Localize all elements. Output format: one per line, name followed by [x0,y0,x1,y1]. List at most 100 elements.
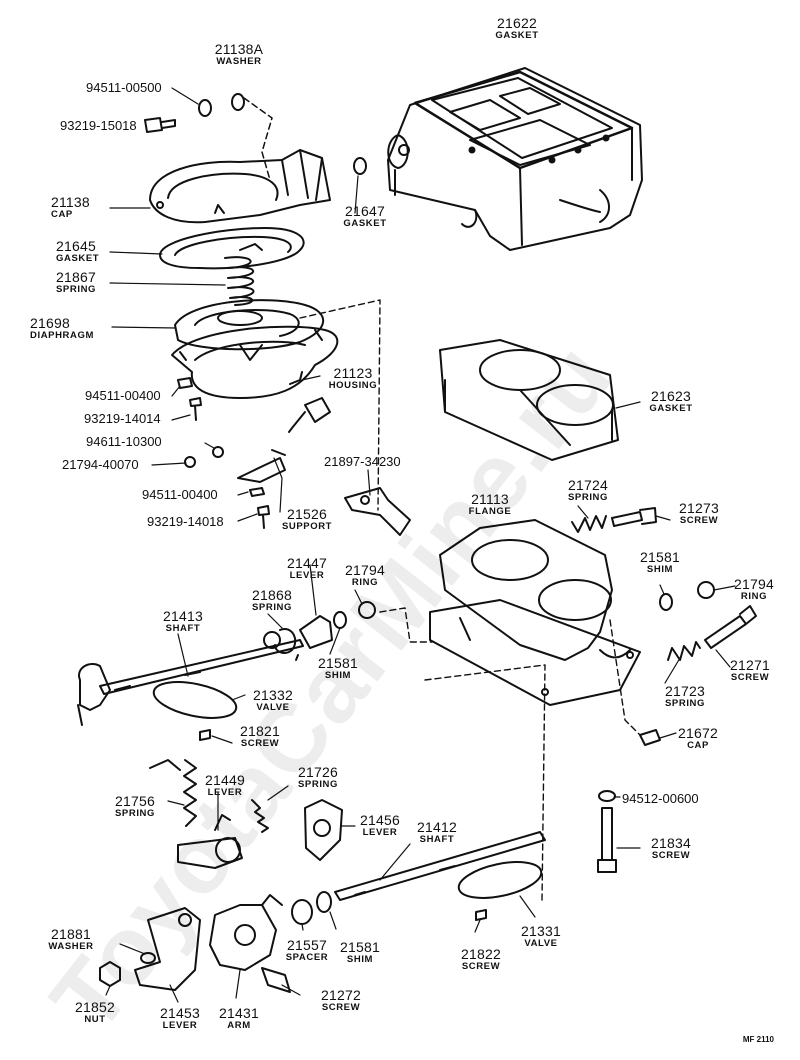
part-number: 21852 [75,999,115,1015]
part-desc: CAP [687,740,709,751]
gasket-21623-drawing [439,339,619,461]
screw-21822-drawing [475,909,487,921]
spring-21724-drawing [571,515,607,533]
washer-21881-drawing [140,952,156,964]
gasket-21645-drawing [159,227,305,270]
leader-lines [105,175,736,1003]
part-number: 21453 [160,1005,200,1021]
ring-21794-a-drawing [358,601,376,619]
part-number: 21332 [253,687,293,703]
part-desc: SHIM [346,954,374,965]
part-number: 21822 [461,946,501,962]
shim-21581-a-drawing [333,611,347,629]
partno-21794-40070: 21794-40070 [62,457,139,472]
gasket-21647-drawing [353,157,367,175]
spacer-21557-drawing [291,899,313,925]
part-number: 21449 [205,772,245,788]
clip-94511-00400-drawing [177,377,193,389]
part-number: 21698 [30,315,70,331]
partno-94511-00500: 94511-00500 [86,80,162,95]
bracket-21897-34230-drawing [344,487,411,536]
part-number: 21881 [51,926,91,942]
part-number: 21113 [471,491,509,507]
part-desc: SPACER [285,952,329,963]
part-desc: SCREW [651,850,691,861]
part-desc: DIAPHRAGM [30,330,94,341]
housing-21123-drawing [171,325,339,399]
part-number: 21272 [321,987,361,1003]
part-desc: SCREW [730,672,770,683]
part-desc: WASHER [216,56,262,67]
shaft-21412-drawing [334,831,546,901]
part-number: 21834 [651,835,691,851]
part-desc: SUPPORT [281,521,333,532]
part-number: 21723 [665,683,705,699]
part-desc: VALVE [524,938,558,949]
part-desc: GASKET [649,403,693,414]
lever-21447-drawing [295,615,333,661]
screw-93219-15018-drawing [144,117,176,133]
part-number: 21623 [651,388,691,404]
part-number: 21456 [360,812,400,828]
part-number: 21647 [345,203,385,219]
part-desc: SPRING [664,698,706,709]
lever-21453-drawing [134,907,201,991]
part-desc: HOUSING [328,380,378,391]
partno-21897-34230: 21897-34230 [324,454,401,469]
washer-94511-00500-drawing [171,87,212,117]
carburetor-body-21622 [387,67,643,251]
part-number: 21581 [640,549,680,565]
part-number: 21138 [51,194,90,210]
partno-93219-15018: 93219-15018 [60,118,137,133]
spring-21756-drawing [149,759,197,827]
part-number: 21273 [679,500,719,516]
part-number: 21413 [163,608,203,624]
part-desc: SPRING [56,284,97,295]
part-desc: RING [351,577,379,588]
spring-21867-drawing [224,243,263,306]
part-desc: SHAFT [419,834,455,845]
part-desc: SCREW [240,738,280,749]
footer-code: MF 2110 [742,1035,774,1044]
part-desc: NUT [84,1014,106,1025]
part-desc: LEVER [207,787,243,798]
part-desc: SPRING [251,602,293,613]
part-number: 21412 [417,819,457,835]
part-desc: ARM [227,1020,251,1031]
dash-leader-1 [299,299,381,511]
spring-21726-drawing [251,799,269,833]
pump-part-drawing [288,397,331,433]
part-number: 21331 [521,923,561,939]
part-desc: SHIM [646,564,674,575]
screw-93219-14018-drawing [257,505,270,529]
screw-21821-drawing [199,729,211,741]
partno-94611-10300: 94611-10300 [86,434,162,449]
part-number: 21557 [287,937,327,953]
part-number: 21431 [219,1005,259,1021]
part-number: 21726 [298,764,338,780]
shaft-21413-drawing [77,628,304,726]
